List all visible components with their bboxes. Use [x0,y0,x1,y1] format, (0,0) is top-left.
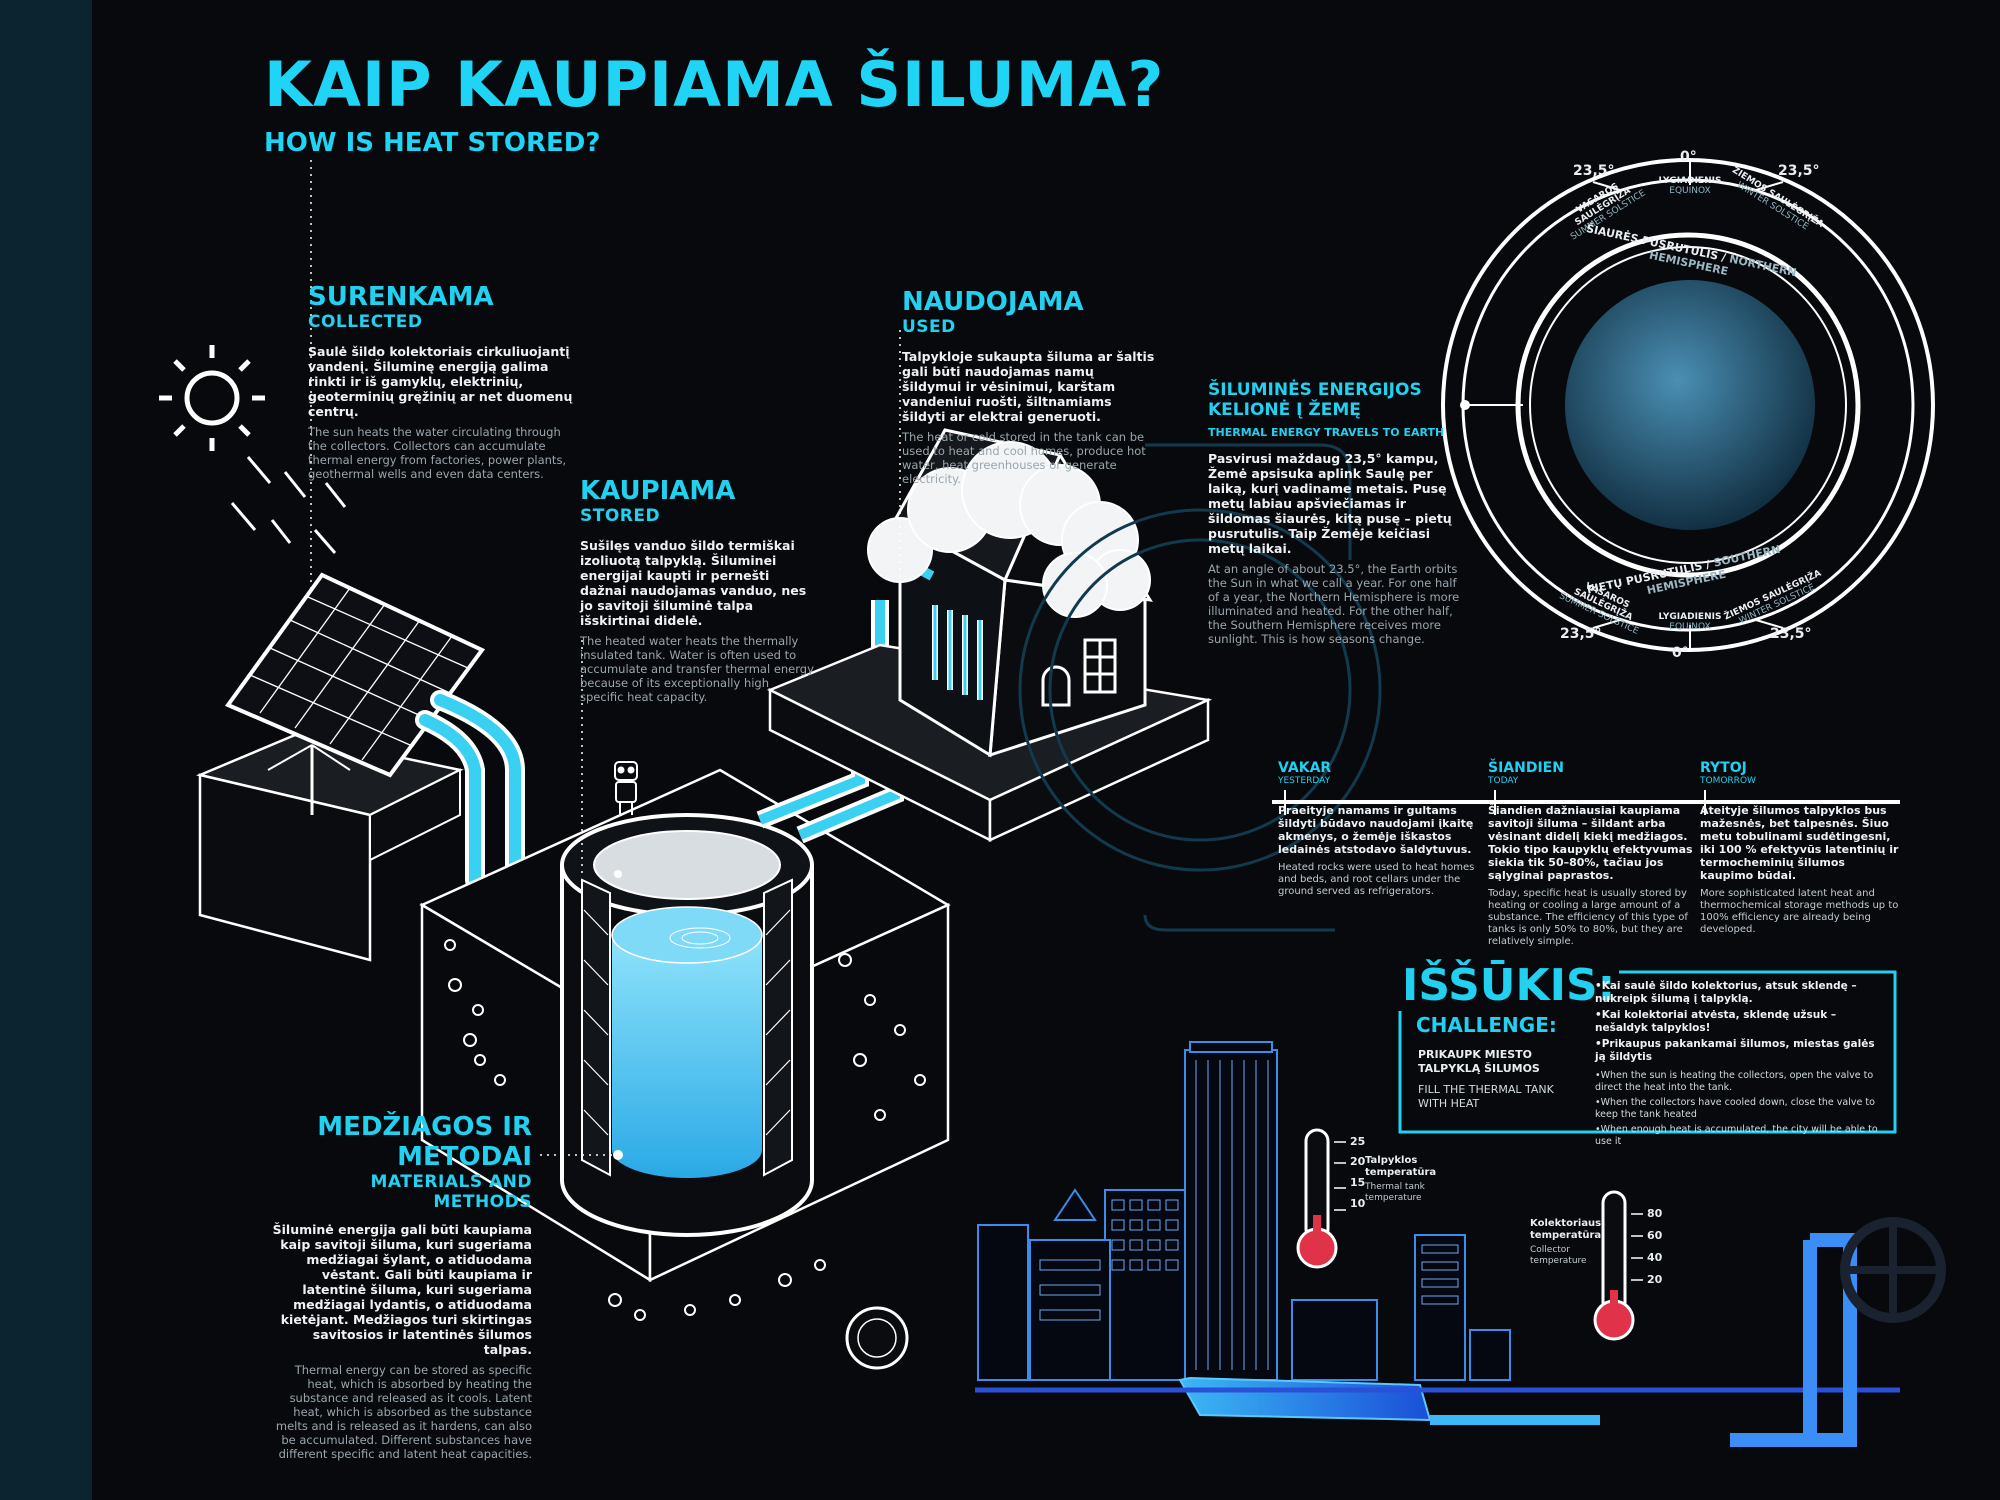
challenge-subtitle: CHALLENGE: [1416,1013,1557,1037]
used-text-lt: Talpykloje sukaupta šiluma ar šaltis gal… [902,349,1155,424]
solar-collector [195,160,486,962]
city-tank-pool [975,1217,1946,1447]
today-title: ŠIANDIEN [1488,760,1564,776]
badge-circle [845,1306,909,1370]
yesterday-text-en: Heated rocks were used to heat homes and… [1278,862,1475,897]
used-text-en: The heat or cold stored in the tank can … [902,430,1146,486]
seasons-globe [1441,158,1935,652]
challenge-box [1398,970,1897,1134]
tomorrow-title: RYTOJ [1700,760,1747,776]
sun-rays [230,456,347,554]
soil-pebbles [444,939,926,1321]
timeline-today: ŠIANDIEN TODAY Šiandien dažniausiai kaup… [1488,760,1693,948]
challenge-step-en-3: •When enough heat is accumulated, the ci… [1595,1124,1878,1147]
timeline-yesterday: VAKAR YESTERDAY Praeityje namams ir gult… [1278,760,1483,898]
stored-section: KAUPIAMA STORED Sušilęs vanduo šildo ter… [580,476,815,704]
earth-section: ŠILUMINĖS ENERGIJOS KELIONĖ Į ŽEMĘ THERM… [1208,380,1463,646]
earth-title-1: ŠILUMINĖS ENERGIJOS [1208,380,1422,400]
materials-title-2: METODAI [397,1142,532,1172]
callout-dot-stored [614,870,622,878]
used-section: NAUDOJAMA USED Talpykloje sukaupta šilum… [902,287,1157,486]
equinox-top: LYGIADIENIS EQUINOX [1658,176,1722,196]
globe-angle-bottom-left: 23,5° [1560,626,1602,642]
challenge-step-lt-1: •Kai saulė šildo kolektorius, atsuk skle… [1595,980,1857,1005]
collector-pipes [415,690,525,890]
used-title: NAUDOJAMA [902,287,1084,317]
city-skyline [977,1041,1511,1381]
stored-text-en: The heated water heats the thermally ins… [580,634,814,704]
globe-angle-top-right: 23,5° [1778,163,1820,179]
earth-subtitle: THERMAL ENERGY TRAVELS TO EARTH [1208,426,1445,439]
challenge-step-lt-3: •Prikaupus pakankamai šilumos, miestas g… [1595,1038,1875,1063]
equinox-bottom: LYGIADIENIS EQUINOX [1658,612,1722,632]
radiator-glow [933,605,982,700]
earth-text-lt: Pasvirusi maždaug 23,5° kampu, Žemė apsi… [1208,451,1452,556]
today-subtitle: TODAY [1488,776,1519,786]
earth-text-en: At an angle of about 23.5°, the Earth or… [1208,562,1460,646]
materials-text-lt: Šiluminė energija gali būti kaupiama kai… [272,1222,532,1357]
stored-title: KAUPIAMA [580,476,736,506]
challenge-step-en-2: •When the collectors have cooled down, c… [1595,1097,1875,1120]
wall-edge [0,0,92,1500]
tomorrow-text-lt: Ateityje šilumos talpyklos bus mažesnės,… [1700,804,1899,882]
yesterday-text-lt: Praeityje namams ir gultams šildyti būda… [1278,804,1474,856]
collected-subtitle: COLLECTED [308,312,423,332]
collected-section: SURENKAMA COLLECTED Saulė šildo kolektor… [308,282,573,481]
today-text-en: Today, specific heat is usually stored b… [1488,888,1688,947]
challenge-step-en-1: •When the sun is heating the collectors,… [1595,1070,1874,1093]
globe-angle-top: 0° [1680,149,1697,165]
collected-text-en: The sun heats the water circulating thro… [308,425,567,481]
stored-text-lt: Sušilęs vanduo šildo termiškai izoliuotą… [580,538,807,628]
timeline-bar [1272,790,1900,815]
collected-text-lt: Saulė šildo kolektoriais cirkuliuojantį … [308,344,573,419]
sun-icon [159,345,265,451]
materials-subtitle: MATERIALS AND METHODS [370,1172,532,1212]
page-title: KAIP KAUPIAMA ŠILUMA? [264,48,1165,121]
background-decoration [1018,443,1382,932]
collector-thermometer [1593,1190,1643,1341]
yesterday-subtitle: YESTERDAY [1278,776,1331,786]
yesterday-title: VAKAR [1278,760,1332,776]
materials-title-1: MEDŽIAGOS IR [317,1112,532,1142]
globe-angle-top-left: 23,5° [1573,163,1615,179]
materials-text-en: Thermal energy can be stored as specific… [275,1363,532,1461]
tank-thermometer [1296,1128,1346,1269]
stored-subtitle: STORED [580,506,661,526]
thermal-tank [540,640,814,1237]
challenge-step-lt-2: •Kai kolektoriai atvėsta, sklendę užsuk … [1595,1009,1837,1034]
challenge-title: IŠŠŪKIS: [1398,960,1620,1011]
used-subtitle: USED [902,317,956,337]
tomorrow-subtitle: TOMORROW [1700,776,1756,786]
materials-section: MEDŽIAGOS IR METODAI MATERIALS AND METHO… [272,1112,532,1461]
tank-gauge-label: Talpyklos temperatūra Thermal tank tempe… [1365,1155,1437,1203]
tank-gauge-ticks: 25 20 15 10 [1350,1135,1366,1210]
globe-angle-bottom-right: 23,5° [1770,626,1812,642]
cloud-icon [867,441,1151,618]
globe-angle-bottom: 0° [1672,645,1689,661]
collector-gauge-ticks: 80 60 40 20 [1647,1207,1663,1286]
timeline-tomorrow: RYTOJ TOMORROW Ateityje šilumos talpyklo… [1700,760,1900,936]
collected-title: SURENKAMA [308,282,494,312]
page-subtitle: HOW IS HEAT STORED? [264,128,601,158]
tomorrow-text-en: More sophisticated latent heat and therm… [1700,888,1899,935]
challenge-task-lt: PRIKAUPK MIESTO TALPYKLĄ ŠILUMOS [1418,1048,1540,1075]
today-text-lt: Šiandien dažniausiai kaupiama savitoji š… [1488,804,1693,882]
earth-title-2: KELIONĖ Į ŽEMĘ [1208,400,1361,420]
collector-gauge-label: Kolektoriaus temperatūra Collector tempe… [1530,1218,1602,1266]
robot-icon [614,761,638,815]
challenge-task-en: FILL THE THERMAL TANK WITH HEAT [1418,1083,1554,1110]
challenge-steps: •Kai saulė šildo kolektorius, atsuk skle… [1595,980,1885,1148]
